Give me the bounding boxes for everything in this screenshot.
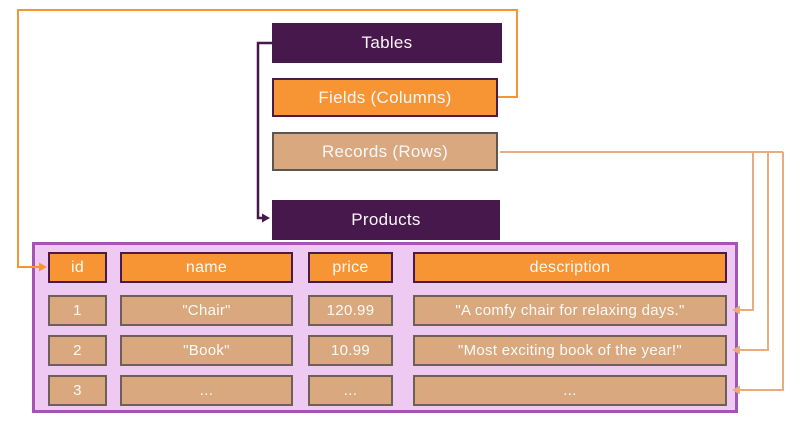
header-cell-id: id [48, 252, 107, 283]
table-cell: "Book" [120, 335, 293, 366]
connector-records-to-row2 [732, 152, 769, 355]
table-cell: "Chair" [120, 295, 293, 326]
header-cell-description: description [413, 252, 727, 283]
table-cell: "A comfy chair for relaxing days." [413, 295, 727, 326]
header-cell-price: price [308, 252, 393, 283]
table-cell: 2 [48, 335, 107, 366]
connector-tables-to-products [256, 41, 272, 223]
connector-records-to-row1 [732, 152, 754, 315]
table-cell: ... [308, 375, 393, 406]
header-cell-name: name [120, 252, 293, 283]
records-box: Records (Rows) [272, 132, 498, 171]
table-cell: "Most exciting book of the year!" [413, 335, 727, 366]
tables-box: Tables [272, 23, 502, 63]
products-table-title: Products [272, 200, 500, 240]
table-cell: 10.99 [308, 335, 393, 366]
connector-records-to-row3 [732, 152, 784, 395]
table-cell: 120.99 [308, 295, 393, 326]
fields-box: Fields (Columns) [272, 78, 498, 117]
table-cell: 1 [48, 295, 107, 326]
table-cell: 3 [48, 375, 107, 406]
table-cell: ... [413, 375, 727, 406]
table-cell: ... [120, 375, 293, 406]
